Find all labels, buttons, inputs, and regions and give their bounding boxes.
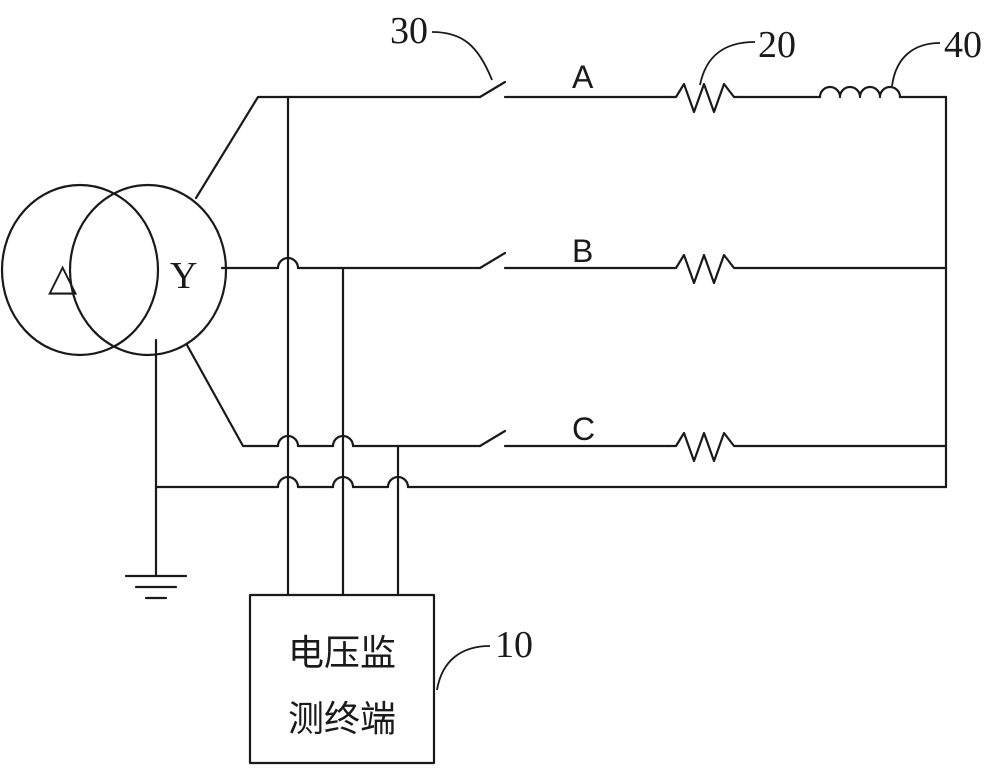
wye-symbol: Y xyxy=(170,255,197,297)
switch-a xyxy=(478,80,507,99)
phase-c-line xyxy=(185,343,948,463)
primary-winding-circle xyxy=(0,183,160,357)
phase-label-a: A xyxy=(572,59,594,95)
inductor-a xyxy=(818,85,902,99)
measurement-leads xyxy=(286,95,400,597)
terminal-box xyxy=(248,593,436,765)
reference-numeral-switch: 30 xyxy=(390,10,428,52)
reference-numeral-inductor: 40 xyxy=(944,24,982,66)
voltage-monitoring-terminal: 电压监 测终端 xyxy=(248,593,436,765)
leader-line-terminal xyxy=(436,645,491,691)
reference-inductor: 40 xyxy=(891,24,982,87)
phase-label-c: C xyxy=(572,411,595,447)
reference-switch: 30 xyxy=(390,10,493,81)
ground-symbol xyxy=(124,574,188,600)
leader-line-switch xyxy=(431,31,493,81)
resistor-c xyxy=(666,431,744,463)
resistor-b xyxy=(666,253,744,285)
delta-symbol: △ xyxy=(48,257,78,299)
terminal-label-line2: 测终端 xyxy=(288,699,396,740)
phase-a-line xyxy=(194,80,948,200)
secondary-winding-circle xyxy=(68,183,228,357)
reference-terminal: 10 xyxy=(436,624,533,691)
reference-numeral-terminal: 10 xyxy=(495,624,533,666)
terminal-label-line1: 电压监 xyxy=(288,633,396,674)
phase-label-b: B xyxy=(572,233,593,269)
reference-numeral-resistor: 20 xyxy=(758,24,796,66)
resistor-a xyxy=(666,82,744,114)
switch-b xyxy=(478,251,507,270)
neutral-line xyxy=(154,338,948,577)
switch-c xyxy=(478,429,507,448)
reference-resistor: 20 xyxy=(699,24,796,86)
leader-line-resistor xyxy=(699,41,756,86)
transformer: △ Y xyxy=(0,183,228,357)
leader-line-inductor xyxy=(891,42,941,87)
